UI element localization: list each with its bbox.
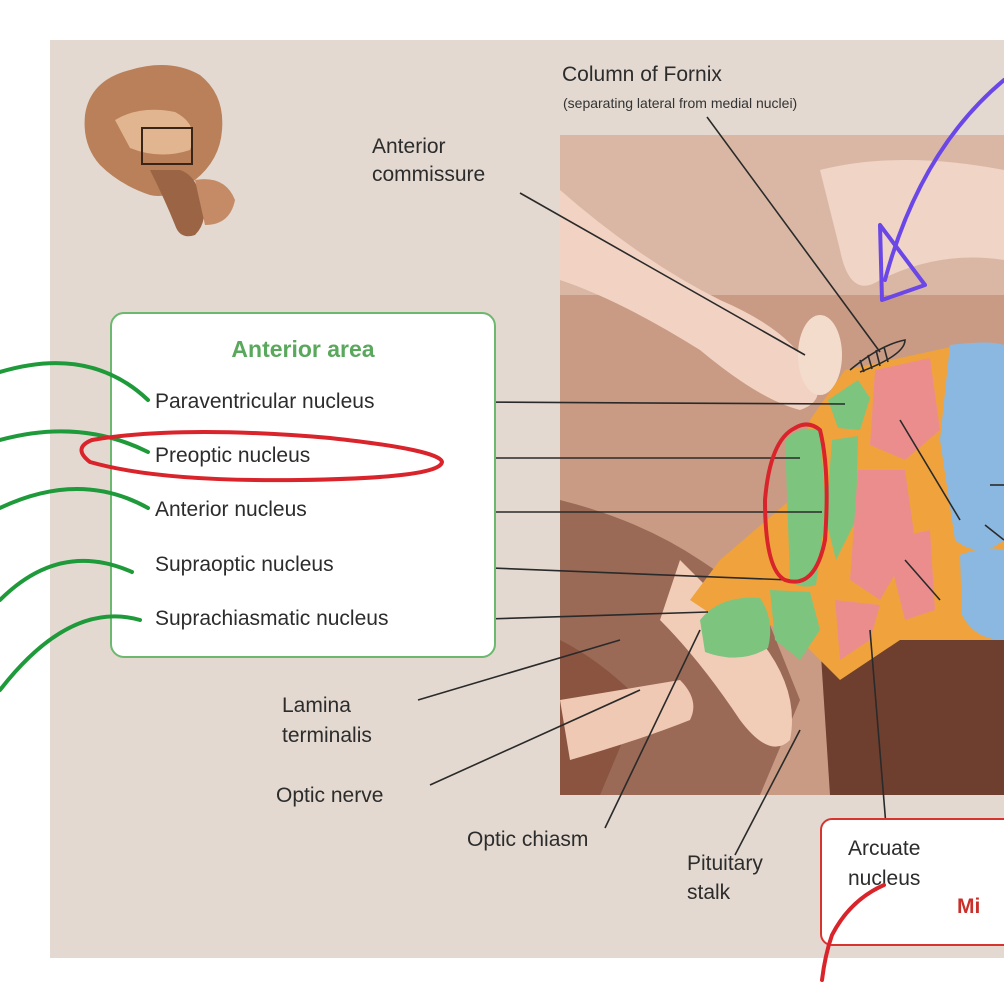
label-anterior-nucleus: Anterior nucleus (155, 498, 307, 521)
middle-area-title: Mi (957, 895, 981, 918)
label-anterior-commissure-line1: Anterior (372, 135, 446, 158)
label-arcuate-nucleus-line2: nucleus (848, 867, 921, 890)
label-supraoptic-nucleus: Supraoptic nucleus (155, 553, 334, 576)
nuclei-overlay (690, 342, 1004, 680)
red-circle-preoptic-label (79, 429, 444, 483)
green-annotation-arrow (0, 558, 134, 602)
brain-thumbnail (84, 65, 235, 237)
label-preoptic-nucleus: Preoptic nucleus (155, 444, 311, 467)
label-paraventricular-nucleus: Paraventricular nucleus (155, 390, 375, 413)
label-optic-nerve: Optic nerve (276, 784, 384, 807)
red-circle-preoptic-nucleus (763, 422, 829, 584)
label-anterior-commissure-line2: commissure (372, 163, 486, 186)
label-column-of-fornix: Column of Fornix (562, 63, 722, 86)
label-lamina-terminalis-line1: Lamina (282, 694, 351, 717)
anterior-area-title: Anterior area (231, 336, 375, 362)
green-annotation-arrow (0, 361, 150, 402)
middle-area-box (820, 818, 1004, 946)
anterior-area-box: Anterior area (110, 312, 496, 658)
purple-arrowhead (878, 223, 927, 302)
label-suprachiasmatic-nucleus: Suprachiasmatic nucleus (155, 607, 389, 630)
red-annotation-stroke (820, 883, 886, 982)
label-pituitary-stalk-line2: stalk (687, 881, 731, 904)
label-arcuate-nucleus-line1: Arcuate (848, 837, 921, 860)
green-annotation-arrow (0, 614, 142, 692)
leader-lines (380, 116, 1004, 856)
label-pituitary-stalk-line1: Pituitary (687, 852, 763, 875)
green-annotation-arrow (0, 487, 150, 510)
label-optic-chiasm: Optic chiasm (467, 828, 589, 851)
green-annotation-arrow (0, 429, 150, 454)
label-column-of-fornix-subtitle: (separating lateral from medial nuclei) (563, 95, 798, 111)
purple-annotation-arrow (883, 78, 1004, 282)
label-lamina-terminalis-line2: terminalis (282, 724, 372, 747)
